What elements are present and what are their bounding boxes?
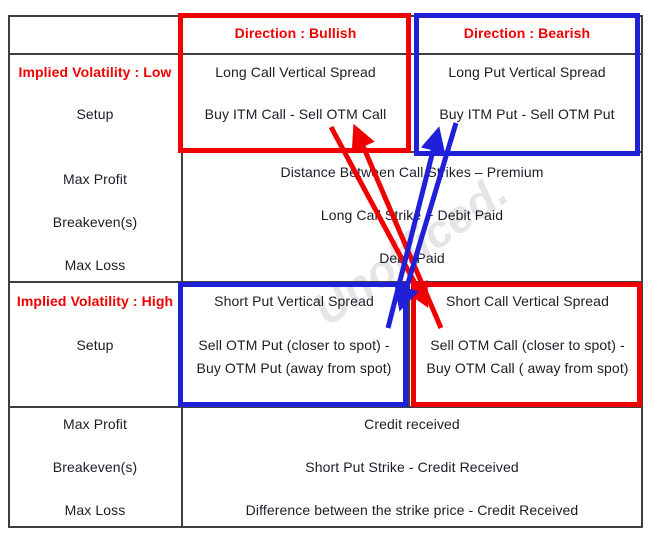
short-put-spread-setup-line2: Buy OTM Put (away from spot) bbox=[196, 360, 392, 376]
bullish-low-iv-box bbox=[178, 13, 411, 153]
long-call-spread-setup: Buy ITM Call - Sell OTM Call bbox=[204, 106, 387, 122]
iv-high-breakeven-label: Breakeven(s) bbox=[52, 459, 138, 475]
long-put-spread-title: Long Put Vertical Spread bbox=[448, 64, 606, 80]
short-call-spread-title: Short Call Vertical Spread bbox=[446, 293, 609, 309]
iv-high-max-profit-label: Max Profit bbox=[62, 416, 127, 432]
iv-low-breakeven-label: Breakeven(s) bbox=[52, 214, 138, 230]
table-vline-mid-bottom bbox=[408, 281, 410, 407]
iv-high-label: Implied Volatility : High bbox=[16, 293, 174, 309]
iv-low-max-loss-label: Max Loss bbox=[64, 257, 126, 273]
iv-high-setup-label: Setup bbox=[76, 337, 114, 353]
iv-high-max-profit-value: Credit received bbox=[364, 416, 460, 432]
short-call-spread-setup-line1: Sell OTM Call (closer to spot) - bbox=[430, 337, 625, 353]
iv-high-max-loss-value: Difference between the strike price - Cr… bbox=[245, 502, 579, 518]
iv-high-breakeven-value: Short Put Strike - Credit Received bbox=[305, 459, 519, 475]
short-put-spread-setup-line1: Sell OTM Put (closer to spot) - bbox=[198, 337, 390, 353]
table-hline-header bbox=[8, 53, 641, 55]
header-direction-bearish: Direction : Bearish bbox=[463, 25, 591, 41]
long-call-spread-title: Long Call Vertical Spread bbox=[215, 64, 376, 80]
header-direction-bullish: Direction : Bullish bbox=[234, 25, 357, 41]
iv-low-setup-label: Setup bbox=[76, 106, 114, 122]
bearish-high-iv-box bbox=[411, 282, 642, 407]
short-put-spread-title: Short Put Vertical Spread bbox=[214, 293, 374, 309]
iv-low-breakeven-value: Long Call Strike + Debit Paid bbox=[320, 207, 504, 223]
table-vline-left-column bbox=[181, 15, 183, 526]
iv-low-max-profit-label: Max Profit bbox=[62, 171, 127, 187]
table-hline-ivhigh-bottom bbox=[8, 406, 641, 408]
bullish-high-iv-box bbox=[178, 282, 408, 407]
iv-low-label: Implied Volatility : Low bbox=[18, 64, 172, 80]
bearish-low-iv-box bbox=[414, 13, 640, 156]
iv-low-max-loss-value: Debit Paid bbox=[379, 250, 445, 266]
iv-low-max-profit-value: Distance Between Call Strikes – Premium bbox=[280, 164, 544, 180]
short-call-spread-setup-line2: Buy OTM Call ( away from spot) bbox=[426, 360, 629, 376]
iv-high-max-loss-label: Max Loss bbox=[64, 502, 126, 518]
long-put-spread-setup: Buy ITM Put - Sell OTM Put bbox=[439, 106, 615, 122]
